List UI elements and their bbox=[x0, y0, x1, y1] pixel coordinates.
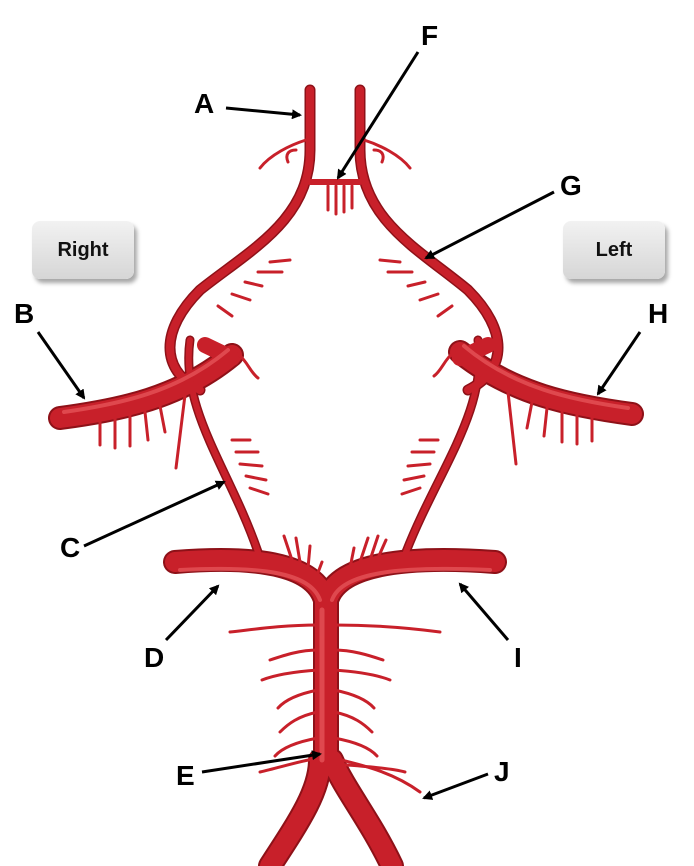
arrow-h bbox=[596, 331, 642, 396]
label-e: E bbox=[176, 760, 195, 791]
label-h: H bbox=[648, 298, 669, 329]
right-orientation-box: Right bbox=[32, 221, 134, 279]
label-arrows bbox=[36, 51, 642, 800]
label-b: B bbox=[14, 298, 35, 329]
label-a: A bbox=[194, 88, 215, 119]
arrow-b bbox=[36, 331, 86, 400]
label-i: I bbox=[514, 642, 522, 673]
arrow-i bbox=[458, 582, 510, 641]
right-orientation-label: Right bbox=[57, 238, 109, 261]
arrow-c bbox=[83, 480, 226, 548]
arrow-g bbox=[424, 190, 555, 260]
arrow-d bbox=[164, 584, 220, 642]
label-d: D bbox=[144, 642, 165, 673]
arrow-a bbox=[225, 106, 302, 120]
label-c: C bbox=[60, 532, 81, 563]
artery-highlight bbox=[62, 344, 630, 763]
label-f: F bbox=[421, 20, 439, 51]
arrow-f bbox=[336, 51, 420, 180]
label-j: J bbox=[494, 756, 510, 787]
artery-fill bbox=[50, 86, 642, 866]
small-branches bbox=[98, 138, 594, 794]
left-orientation-label: Left bbox=[595, 238, 633, 261]
artery-network bbox=[48, 84, 644, 866]
arrow-e bbox=[201, 750, 322, 774]
artery-outline bbox=[48, 84, 644, 866]
label-g: G bbox=[560, 170, 582, 201]
arrow-j bbox=[422, 772, 489, 800]
left-orientation-box: Left bbox=[563, 221, 665, 279]
